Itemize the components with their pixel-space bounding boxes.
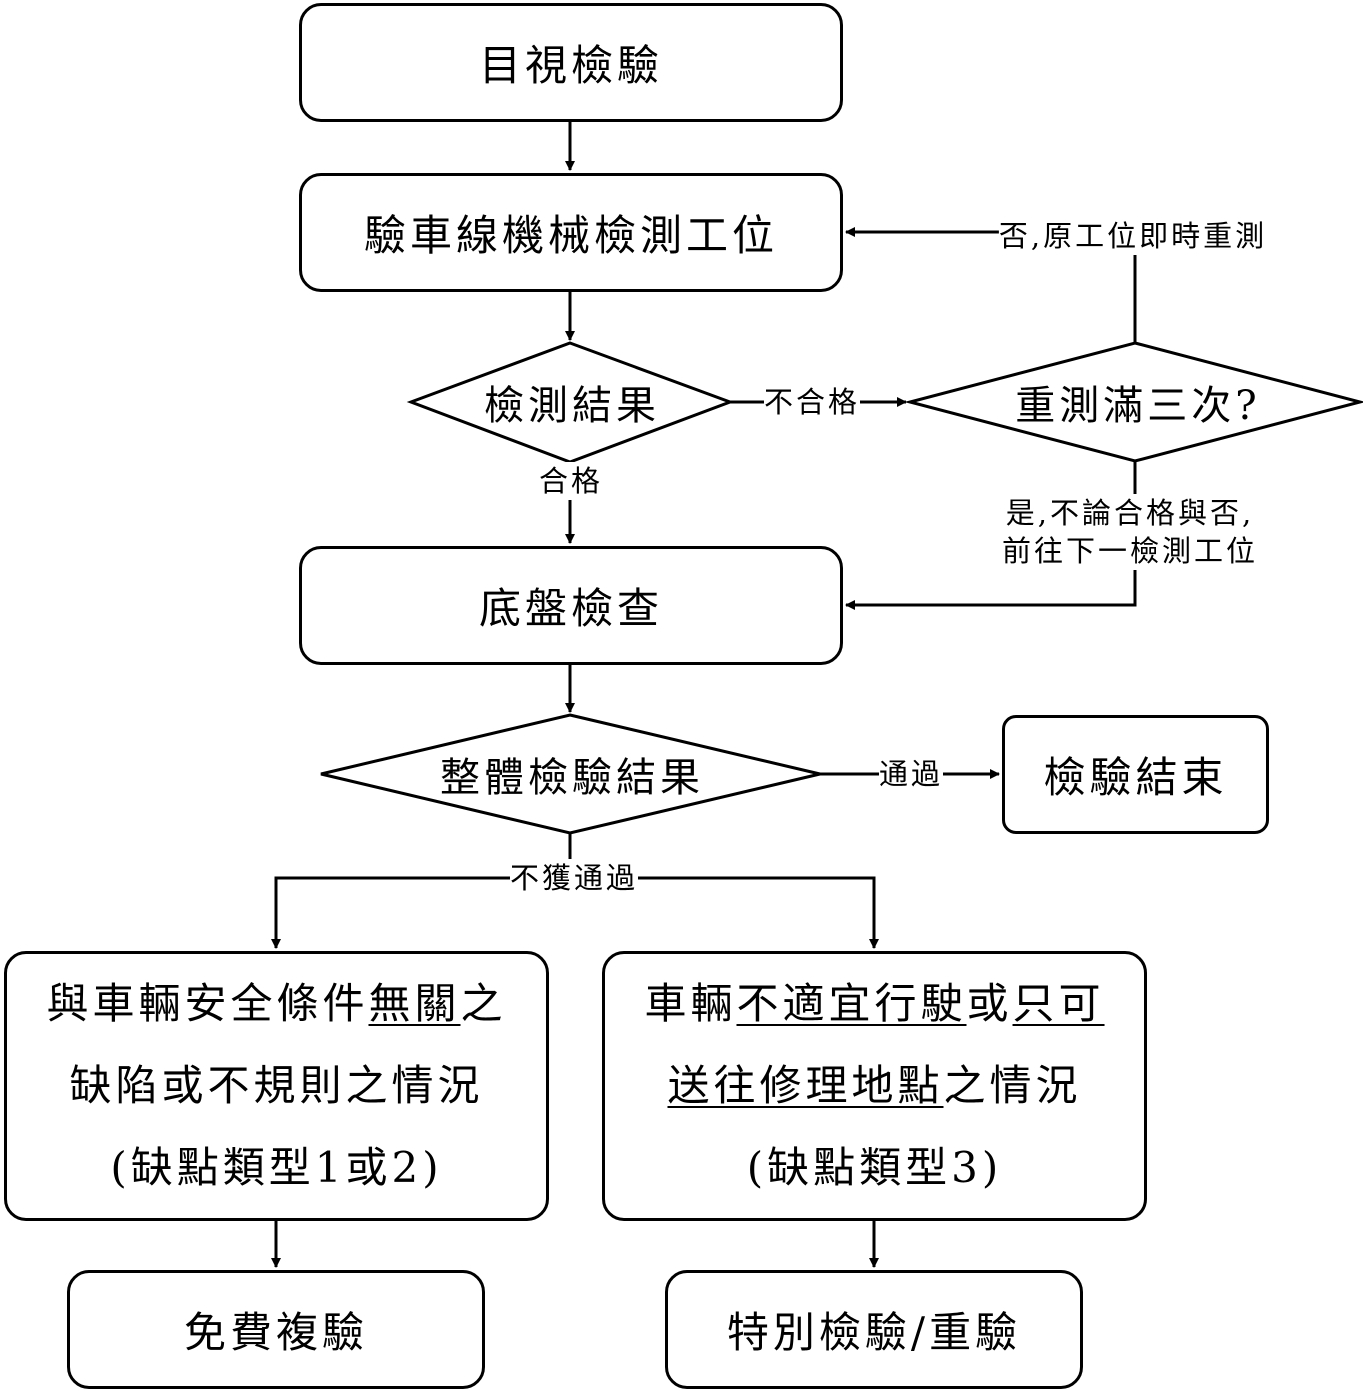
edge-label-yes-line1: 是,不論合格與否, <box>1005 496 1255 530</box>
edge-label-yes-line2: 前往下一檢測工位 <box>1001 534 1259 568</box>
arrow-split-right <box>570 876 879 949</box>
edge-label-yes: 是,不論合格與否, 前往下一檢測工位 <box>1001 494 1259 570</box>
decision-test-result-label: 檢測結果 <box>484 383 660 429</box>
decision-retest <box>904 341 1363 463</box>
node-special-inspection-label: 特別檢驗/重驗 <box>726 1308 1022 1357</box>
edge-label-passed: 通過 <box>878 755 944 793</box>
node-free-retest: 免費複驗 <box>67 1270 485 1389</box>
arrow-split-left <box>271 876 570 949</box>
edge-label-pass: 合格 <box>538 462 604 500</box>
decision-overall <box>320 713 821 835</box>
node-defect-type-3: 車輛不適宜行駛或只可 送往修理地點之情況 (缺點類型3) <box>602 951 1147 1221</box>
defect-1-2-line1: 與車輛安全條件無關之 <box>46 979 507 1028</box>
defect-3-line1: 車輛不適宜行駛或只可 <box>644 979 1105 1028</box>
node-mechanical-test: 驗車線機械檢測工位 <box>299 173 843 292</box>
defect-3-line3: (缺點類型3) <box>746 1143 1003 1192</box>
edge-label-no-retest: 否,原工位即時重測 <box>998 217 1268 255</box>
node-defect-type-1-2: 與車輛安全條件無關之 缺陷或不規則之情況 (缺點類型1或2) <box>4 951 549 1221</box>
node-visual-inspection-label: 目視檢驗 <box>478 41 663 90</box>
defect-3-line2: 送往修理地點之情況 <box>667 1061 1082 1110</box>
edge-label-not-passed: 不獲通過 <box>509 859 639 897</box>
node-chassis-check-label: 底盤檢查 <box>478 584 663 633</box>
defect-1-2-line3: (缺點類型1或2) <box>110 1143 443 1192</box>
edge-label-fail: 不合格 <box>763 383 861 421</box>
defect-1-2-line2: 缺陷或不規則之情況 <box>69 1061 484 1110</box>
node-special-inspection: 特別檢驗/重驗 <box>665 1270 1083 1389</box>
node-inspection-end-label: 檢驗結束 <box>1043 753 1228 802</box>
decision-overall-label: 整體檢驗結果 <box>440 755 704 801</box>
node-visual-inspection: 目視檢驗 <box>299 3 843 122</box>
node-inspection-end: 檢驗結束 <box>1002 715 1269 834</box>
node-mechanical-test-label: 驗車線機械檢測工位 <box>363 211 778 260</box>
node-chassis-check: 底盤檢查 <box>299 546 843 665</box>
decision-retest-label: 重測滿三次? <box>1015 383 1261 429</box>
node-free-retest-label: 免費複驗 <box>183 1308 368 1357</box>
